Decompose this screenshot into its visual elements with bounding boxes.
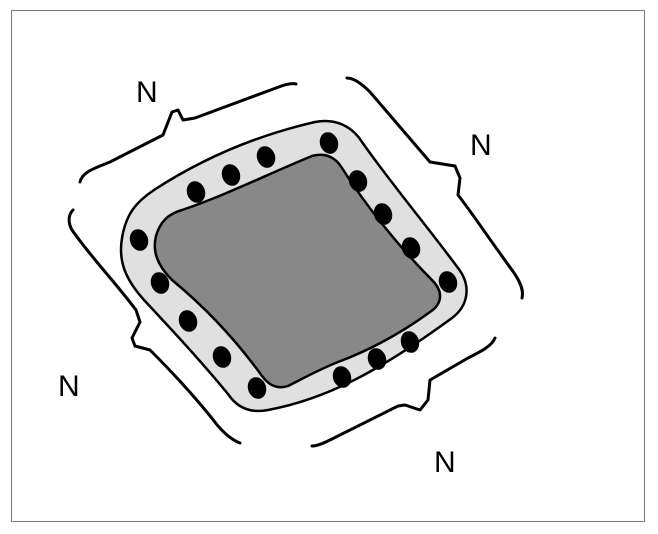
label-n-bottom-left: N [58, 370, 80, 403]
dot [178, 310, 198, 332]
label-n-top-right: N [470, 129, 492, 162]
dot [401, 237, 421, 259]
outer-boundary-bottom-right [310, 336, 497, 448]
dot-group [129, 132, 458, 399]
dot [221, 164, 241, 186]
dot [332, 366, 352, 388]
outer-boundary-bottom-left [67, 208, 242, 445]
outer-boundary-top-right [345, 76, 524, 300]
dot [348, 170, 368, 192]
dot [438, 271, 458, 293]
dot [186, 181, 206, 203]
dot [256, 146, 276, 168]
outer-boundary-top-left [78, 82, 298, 184]
label-n-top-left: N [136, 76, 158, 109]
dot [319, 132, 339, 154]
outer-boundary [67, 76, 524, 448]
dot [212, 346, 232, 368]
dot [129, 229, 149, 251]
dot [373, 203, 393, 225]
dot [247, 377, 267, 399]
label-n-bottom-right: N [434, 446, 456, 479]
core-region [153, 153, 442, 389]
dot [400, 331, 420, 353]
dot [367, 348, 387, 370]
dot [150, 272, 170, 294]
